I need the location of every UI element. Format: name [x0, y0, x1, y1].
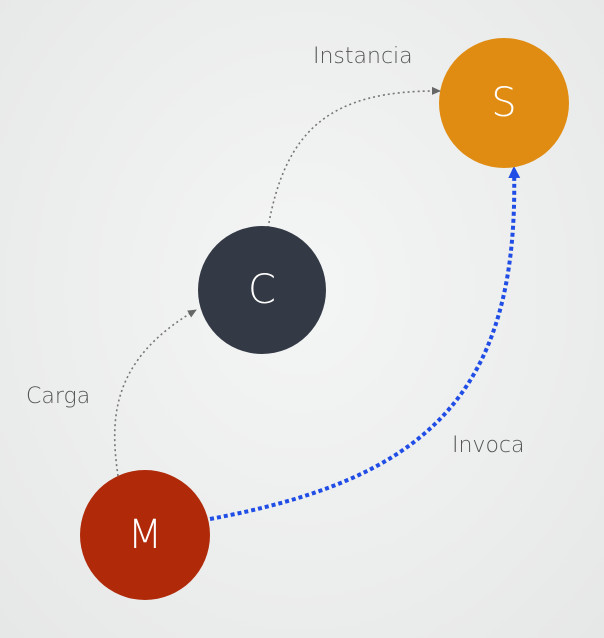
node-m-circle	[80, 470, 210, 600]
edge-label-instancia: Instancia	[313, 44, 413, 69]
node-s-circle	[439, 38, 569, 168]
node-m-label: M	[128, 512, 163, 558]
edge-carga-arrow	[113, 309, 197, 477]
edge-invoca-arrow	[209, 166, 521, 521]
node-c-label: C	[248, 267, 276, 313]
node-m[interactable]: M	[80, 470, 210, 600]
node-c[interactable]: C	[198, 226, 326, 354]
node-s[interactable]: S	[439, 38, 569, 168]
edge-instancia-arrow	[267, 86, 441, 229]
node-c-circle	[198, 226, 326, 354]
node-s-label: S	[491, 80, 516, 126]
edge-label-carga: Carga	[26, 384, 90, 409]
edge-label-invoca: Invoca	[452, 433, 525, 458]
